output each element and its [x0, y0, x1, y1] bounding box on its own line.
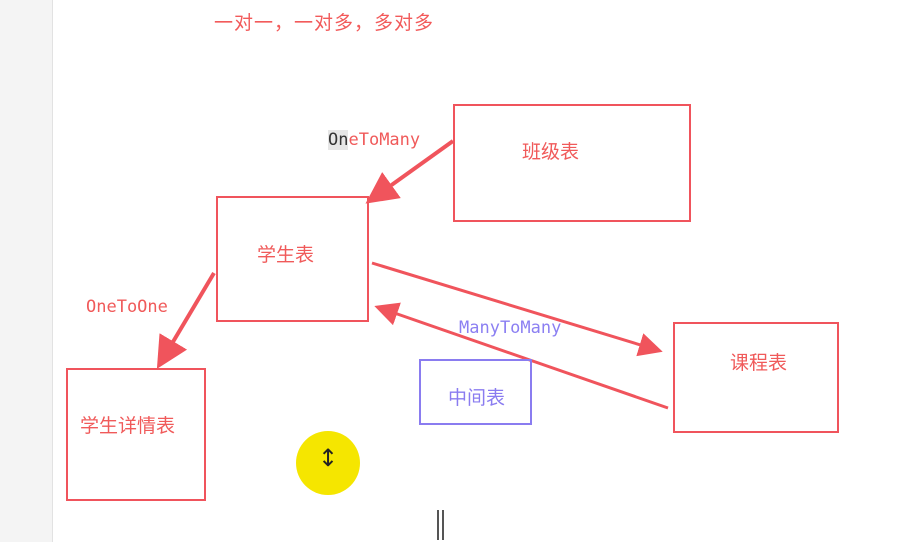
arrow-many-to-many-back — [374, 302, 669, 410]
student-detail-table-label: 学生详情表 — [80, 415, 176, 437]
class-table-label: 班级表 — [522, 141, 580, 163]
many-to-many-label: ManyToMany — [459, 318, 562, 338]
course-table-box — [673, 322, 839, 433]
middle-table-box — [419, 359, 532, 425]
page-title: 一对一，一对多，多对多 — [214, 12, 435, 34]
one-to-many-rest: eToMany — [348, 130, 421, 150]
one-to-many-highlight: On — [328, 130, 349, 150]
arrow-one-to-one — [156, 271, 216, 369]
middle-table-label: 中间表 — [448, 387, 506, 409]
student-table-label: 学生表 — [257, 244, 315, 266]
arrow-one-to-many — [365, 139, 455, 204]
cursor-highlight — [296, 431, 360, 495]
course-table-label: 课程表 — [730, 352, 788, 374]
text-ibeam-cursor-icon — [437, 510, 444, 540]
class-table-box — [453, 104, 691, 222]
left-gutter — [0, 0, 53, 542]
student-table-box — [216, 196, 369, 322]
vertical-resize-cursor-icon: ↕ — [318, 444, 339, 472]
one-to-one-label: OneToOne — [86, 297, 168, 317]
student-detail-table-box — [66, 368, 206, 501]
arrow-many-to-many-forward — [371, 261, 663, 357]
one-to-many-label: OneToMany — [328, 130, 420, 150]
